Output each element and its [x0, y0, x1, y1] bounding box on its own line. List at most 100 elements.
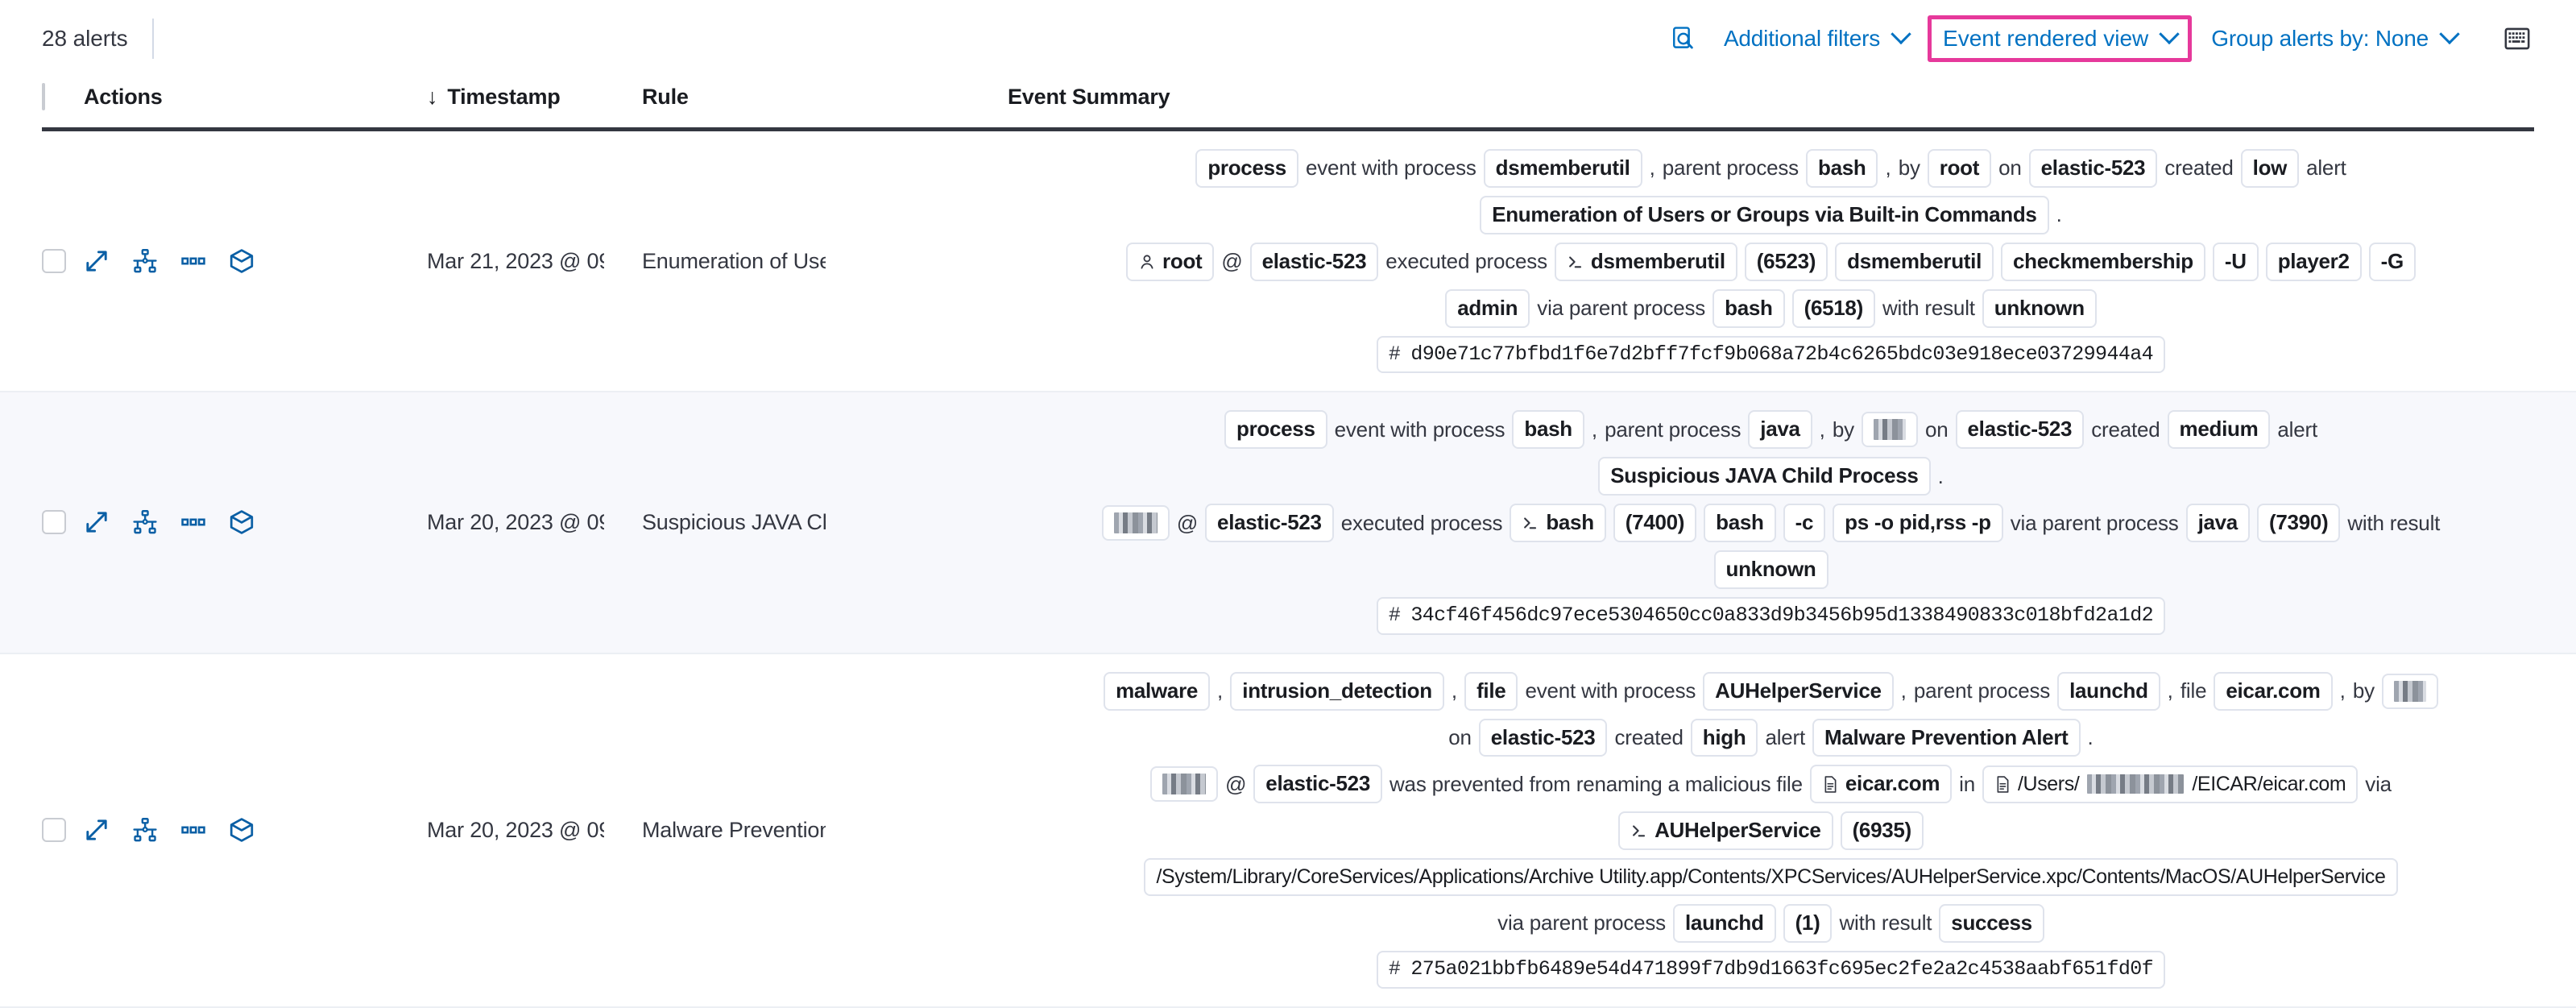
value-chip[interactable]: -G — [2368, 242, 2416, 281]
row-select-cell — [42, 654, 84, 1006]
value-chip[interactable]: player2 — [2265, 242, 2362, 281]
value-chip[interactable]: elastic-523 — [1478, 718, 1608, 757]
summary-text: by — [2352, 678, 2375, 703]
event-rendered-view-button[interactable]: Event rendered view — [1928, 15, 2193, 62]
value-chip[interactable]: java — [2185, 504, 2250, 542]
value-chip[interactable]: bash — [1510, 504, 1606, 542]
value-chip[interactable]: low — [2240, 149, 2300, 188]
value-chip[interactable]: (1) — [1783, 903, 1833, 943]
column-header-actions[interactable]: Actions — [84, 84, 163, 109]
value-chip[interactable]: AUHelperService — [1618, 811, 1833, 851]
value-chip[interactable]: (7400) — [1613, 504, 1697, 542]
fields-button[interactable] — [2492, 20, 2542, 57]
value-chip[interactable]: /System/Library/CoreServices/Application… — [1144, 858, 2398, 896]
value-chip[interactable]: -c — [1783, 504, 1826, 542]
redacted-value-chip[interactable] — [1101, 505, 1170, 541]
hash-chip[interactable]: #34cf46f456dc97ece5304650cc0a833d9b3456b… — [1376, 596, 2166, 635]
value-chip[interactable]: malware — [1104, 671, 1211, 711]
value-chip[interactable]: admin — [1445, 288, 1530, 328]
session-view-icon[interactable] — [229, 817, 255, 843]
hash-chip[interactable]: #275a021bbfb6489e54d471899f7db9d1663fc69… — [1376, 950, 2166, 989]
value-chip[interactable]: eicar.com — [2214, 671, 2333, 711]
analyzer-icon[interactable] — [132, 817, 158, 843]
value-chip[interactable]: dsmemberutil — [1835, 242, 1994, 281]
value-chip[interactable]: (6518) — [1791, 288, 1875, 328]
column-header-rule[interactable]: Rule — [642, 84, 689, 109]
summary-text: alert — [2306, 156, 2346, 180]
value-chip[interactable]: elastic-523 — [1249, 242, 1379, 281]
analyzer-icon[interactable] — [132, 509, 158, 535]
expand-icon[interactable] — [84, 817, 110, 843]
more-actions-icon[interactable] — [180, 509, 206, 535]
hash-chip[interactable]: #d90e71c77bfbd1f6e7d2bff7fcf9b068a72b4c6… — [1376, 335, 2166, 374]
value-chip[interactable]: dsmemberutil — [1554, 242, 1737, 281]
redacted-username — [2087, 774, 2185, 794]
value-chip[interactable]: Suspicious JAVA Child Process — [1598, 457, 1931, 496]
value-chip[interactable]: bash — [1512, 410, 1584, 450]
value-chip[interactable]: elastic-523 — [1253, 765, 1382, 804]
additional-filters-button[interactable]: Additional filters — [1709, 18, 1923, 60]
expand-icon[interactable] — [84, 248, 110, 274]
value-chip[interactable]: medium — [2167, 410, 2271, 450]
value-chip[interactable]: launchd — [2057, 671, 2160, 711]
row-select-checkbox[interactable] — [42, 818, 66, 843]
value-chip[interactable]: bash — [1704, 504, 1776, 542]
value-chip[interactable]: intrusion_detection — [1230, 671, 1444, 711]
redacted-value-chip[interactable] — [2381, 673, 2438, 709]
value-chip[interactable]: checkmembership — [2001, 242, 2205, 281]
file-path-chip[interactable]: /Users//EICAR/eicar.com — [1982, 765, 2359, 803]
redacted-value-chip[interactable] — [1150, 766, 1219, 803]
value-chip[interactable]: launchd — [1672, 903, 1776, 943]
value-chip[interactable]: Enumeration of Users or Groups via Built… — [1480, 195, 2049, 234]
row-select-checkbox[interactable] — [42, 249, 66, 274]
value-chip[interactable]: java — [1748, 410, 1812, 450]
value-chip[interactable]: dsmemberutil — [1483, 149, 1642, 188]
value-chip[interactable]: (6523) — [1744, 242, 1828, 281]
toolbar-right-group: Additional filters Event rendered view G… — [1659, 15, 2542, 62]
inspect-button[interactable] — [1659, 19, 1709, 59]
hash-symbol: # — [1388, 956, 1401, 981]
value-chip[interactable]: elastic-523 — [1205, 504, 1334, 542]
more-actions-icon[interactable] — [180, 248, 206, 274]
value-chip[interactable]: Malware Prevention Alert — [1812, 718, 2081, 757]
summary-text: file — [2180, 678, 2207, 703]
value-chip[interactable]: (7390) — [2256, 504, 2341, 542]
value-chip[interactable]: AUHelperService — [1703, 671, 1894, 711]
value-chip[interactable]: ps -o pid,rss -p — [1833, 504, 2003, 542]
table-row[interactable]: Mar 21, 2023 @ 09:56:47.220Enumeration o… — [0, 131, 2576, 393]
table-row[interactable]: Mar 20, 2023 @ 09:43:38.348Malware Preve… — [0, 654, 2576, 1008]
value-chip[interactable]: bash — [1805, 149, 1878, 188]
value-chip[interactable]: root — [1126, 242, 1215, 281]
row-select-checkbox[interactable] — [42, 510, 66, 535]
value-chip[interactable]: bash — [1713, 288, 1785, 328]
analyzer-icon[interactable] — [132, 248, 158, 274]
session-view-icon[interactable] — [229, 248, 255, 274]
group-alerts-by-button[interactable]: Group alerts by: None — [2197, 18, 2471, 60]
summary-text: via parent process — [1497, 911, 1666, 935]
redacted-value-chip[interactable] — [1861, 412, 1918, 448]
session-view-icon[interactable] — [229, 509, 255, 535]
value-chip[interactable]: elastic-523 — [2028, 149, 2158, 188]
value-chip[interactable]: unknown — [1982, 288, 2097, 328]
expand-icon[interactable] — [84, 509, 110, 535]
value-chip[interactable]: unknown — [1713, 550, 1828, 589]
value-chip[interactable]: -U — [2212, 242, 2259, 281]
table-row[interactable]: Mar 20, 2023 @ 09:54:05.962Suspicious JA… — [0, 392, 2576, 654]
column-header-event-summary[interactable]: Event Summary — [1008, 84, 1170, 109]
value-chip[interactable]: success — [1939, 903, 2044, 943]
select-all-checkbox[interactable] — [42, 82, 45, 110]
value-chip[interactable]: root — [1927, 149, 1992, 188]
value-chip[interactable]: elastic-523 — [1955, 410, 2085, 450]
value-chip-label: dsmemberutil — [1590, 248, 1725, 273]
value-chip[interactable]: high — [1690, 718, 1758, 757]
summary-text: via — [2365, 771, 2392, 796]
column-header-timestamp[interactable]: ↓ Timestamp — [427, 85, 604, 110]
value-chip[interactable]: file — [1464, 671, 1518, 711]
value-chip[interactable]: eicar.com — [1809, 765, 1953, 804]
value-chip[interactable]: (6935) — [1840, 811, 1924, 851]
value-chip[interactable]: process — [1224, 410, 1327, 450]
more-actions-icon[interactable] — [180, 817, 206, 843]
summary-text: with result — [2347, 510, 2441, 535]
value-chip[interactable]: process — [1195, 149, 1298, 188]
